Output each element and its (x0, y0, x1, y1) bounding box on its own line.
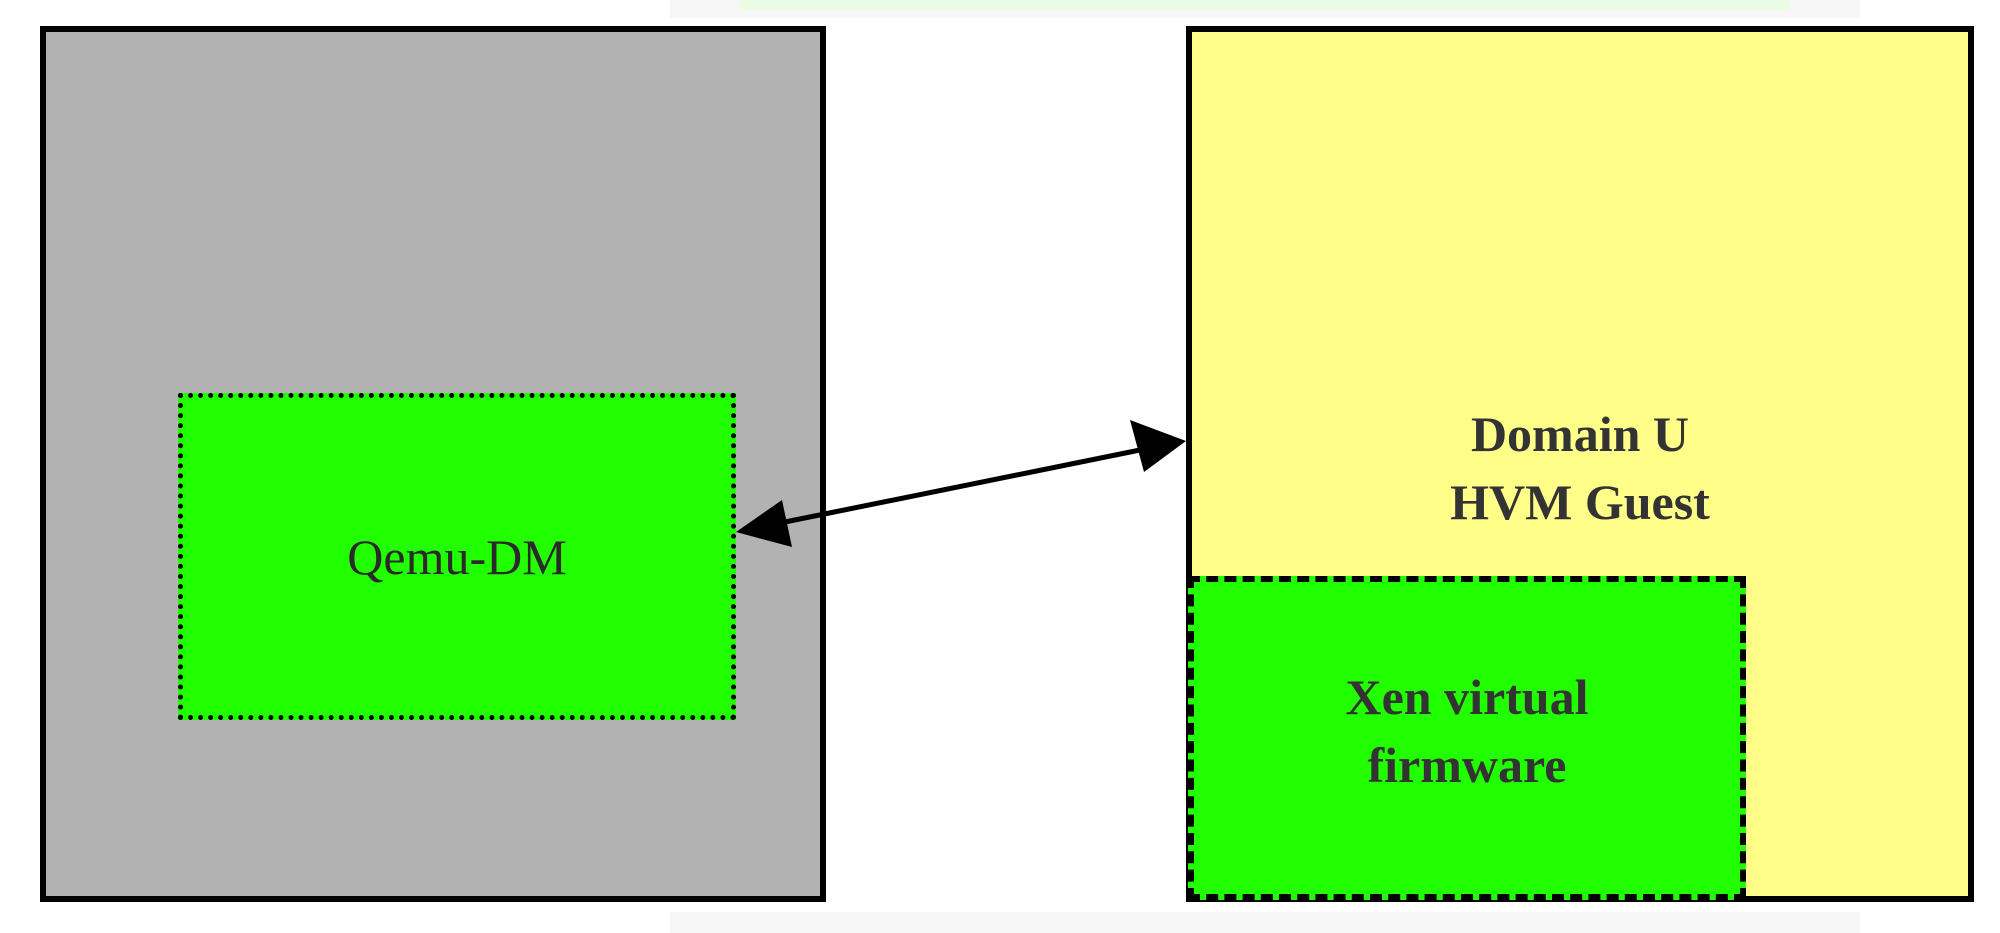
domain-u-label: Domain U HVM Guest (1350, 400, 1810, 536)
xen-firmware-label-line1: Xen virtual (1345, 669, 1589, 725)
arrowhead-right (1130, 420, 1186, 472)
xen-firmware-label: Xen virtual firmware (1345, 663, 1588, 799)
background-strip-top (740, 0, 1790, 10)
xen-firmware-box: Xen virtual firmware (1188, 576, 1746, 900)
qemu-dm-label: Qemu-DM (347, 528, 567, 585)
qemu-dm-box: Qemu-DM (178, 393, 736, 720)
domain-u-label-line1: Domain U (1470, 406, 1690, 462)
background-panel-bottom (670, 912, 1860, 933)
domain-u-label-line2: HVM Guest (1450, 474, 1710, 530)
xen-firmware-label-line2: firmware (1367, 737, 1567, 793)
edge-line (779, 447, 1141, 526)
